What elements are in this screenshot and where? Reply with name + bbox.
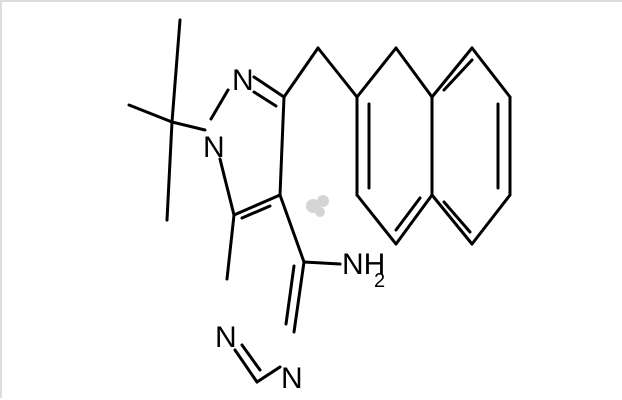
atom-amine-label: NH bbox=[342, 248, 385, 281]
watermark-dot-3 bbox=[315, 207, 325, 217]
bond-c3a-c7a bbox=[232, 193, 282, 217]
atom-n5-label: N bbox=[281, 362, 303, 395]
bond-a5 bbox=[355, 193, 398, 246]
bond-b4 bbox=[470, 193, 512, 246]
bond-c7a-n1 bbox=[218, 157, 236, 217]
bond-c3a-c7a-inner bbox=[240, 204, 272, 220]
pyrimidine-ring bbox=[225, 193, 306, 384]
bond-c7a-c-left bbox=[225, 213, 236, 281]
atom-n7-label: N bbox=[215, 321, 237, 354]
bond-b2 bbox=[470, 46, 512, 99]
bond-n1-n2 bbox=[209, 88, 230, 121]
bond-c6-n7 bbox=[233, 348, 259, 384]
bond-c4-amine bbox=[302, 260, 342, 266]
bond-b-inner-3 bbox=[442, 200, 472, 234]
bond-b5 bbox=[430, 193, 474, 246]
atom-n1-label: N bbox=[203, 131, 225, 164]
bond-ch2-naph bbox=[316, 46, 359, 99]
bond-n5-c6 bbox=[255, 365, 282, 384]
bond-c3-ch2 bbox=[282, 46, 320, 99]
bond-c3a-c4 bbox=[278, 193, 306, 264]
pyrazole-ring bbox=[209, 75, 286, 220]
bond-c4-n5 bbox=[292, 260, 306, 334]
bond-b1 bbox=[430, 46, 474, 99]
bond-a4 bbox=[394, 193, 434, 246]
bond-n2-c3-inner bbox=[252, 90, 278, 108]
bond-a1 bbox=[355, 46, 398, 99]
naphthalene-ring-a bbox=[355, 46, 434, 246]
bond-c3-c3a bbox=[278, 95, 286, 197]
watermark-dot-2 bbox=[317, 195, 329, 207]
bond-tbu-methyl-left bbox=[127, 103, 174, 124]
bond-n2-c3 bbox=[252, 75, 286, 99]
atom-amine-subscript: 2 bbox=[374, 270, 385, 292]
bond-c6-n7-inner bbox=[240, 343, 262, 372]
naphthalene-ring-b bbox=[430, 46, 512, 246]
watermark-mark bbox=[306, 195, 329, 217]
bond-tbu-methyl-bottom bbox=[165, 120, 174, 222]
atom-n2-label: N bbox=[232, 64, 254, 97]
methylene-bridge bbox=[282, 46, 359, 99]
bond-a-inner-2 bbox=[394, 196, 422, 232]
tert-butyl-group bbox=[127, 18, 207, 222]
bond-c4-n5-inner bbox=[284, 264, 296, 326]
bond-tbu-methyl-top bbox=[170, 18, 182, 124]
bond-b-inner-1 bbox=[442, 58, 474, 92]
bond-a2 bbox=[394, 46, 434, 99]
bond-c-tbu-n1 bbox=[170, 120, 207, 132]
